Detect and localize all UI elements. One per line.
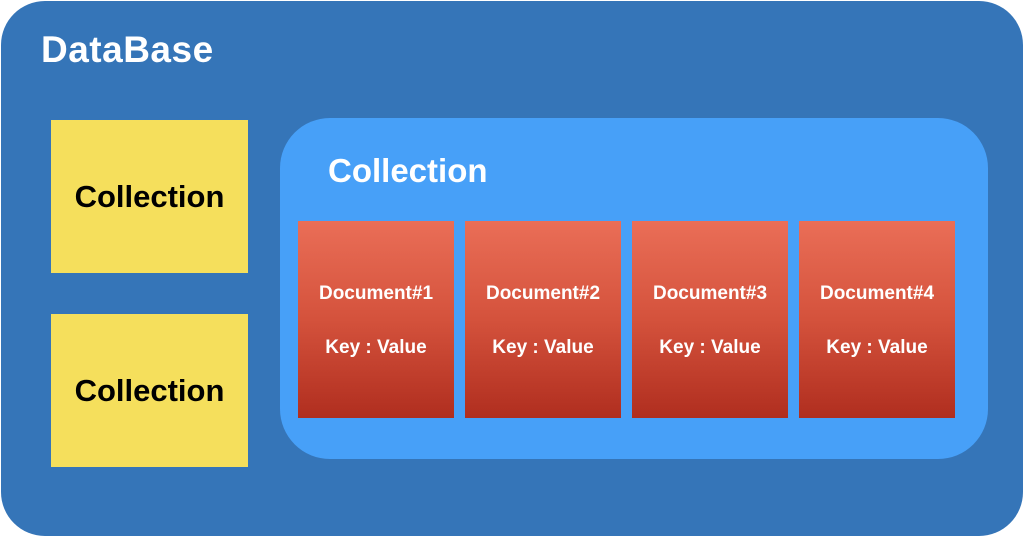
document-name: Document#3 xyxy=(652,283,768,304)
collection-box: Collection xyxy=(51,120,248,273)
document-key-value: Key : Value xyxy=(492,337,594,358)
document-box: Document#2 Key : Value xyxy=(465,221,621,418)
document-box: Document#1 Key : Value xyxy=(298,221,454,418)
document-key-value: Key : Value xyxy=(826,337,928,358)
collection-label: Collection xyxy=(74,178,225,214)
document-name: Document#1 xyxy=(318,283,434,304)
expanded-collection-title: Collection xyxy=(328,152,488,189)
database-title: DataBase xyxy=(41,29,214,70)
expanded-collection: Collection Document#1 Key : Value Docume… xyxy=(280,118,988,459)
document-key-value: Key : Value xyxy=(659,337,761,358)
document-box: Document#3 Key : Value xyxy=(632,221,788,418)
document-box: Document#4 Key : Value xyxy=(799,221,955,418)
collection-box: Collection xyxy=(51,314,248,467)
document-name: Document#2 xyxy=(485,283,601,304)
document-name: Document#4 xyxy=(819,283,935,304)
document-key-value: Key : Value xyxy=(325,337,427,358)
collection-label: Collection xyxy=(74,372,225,408)
